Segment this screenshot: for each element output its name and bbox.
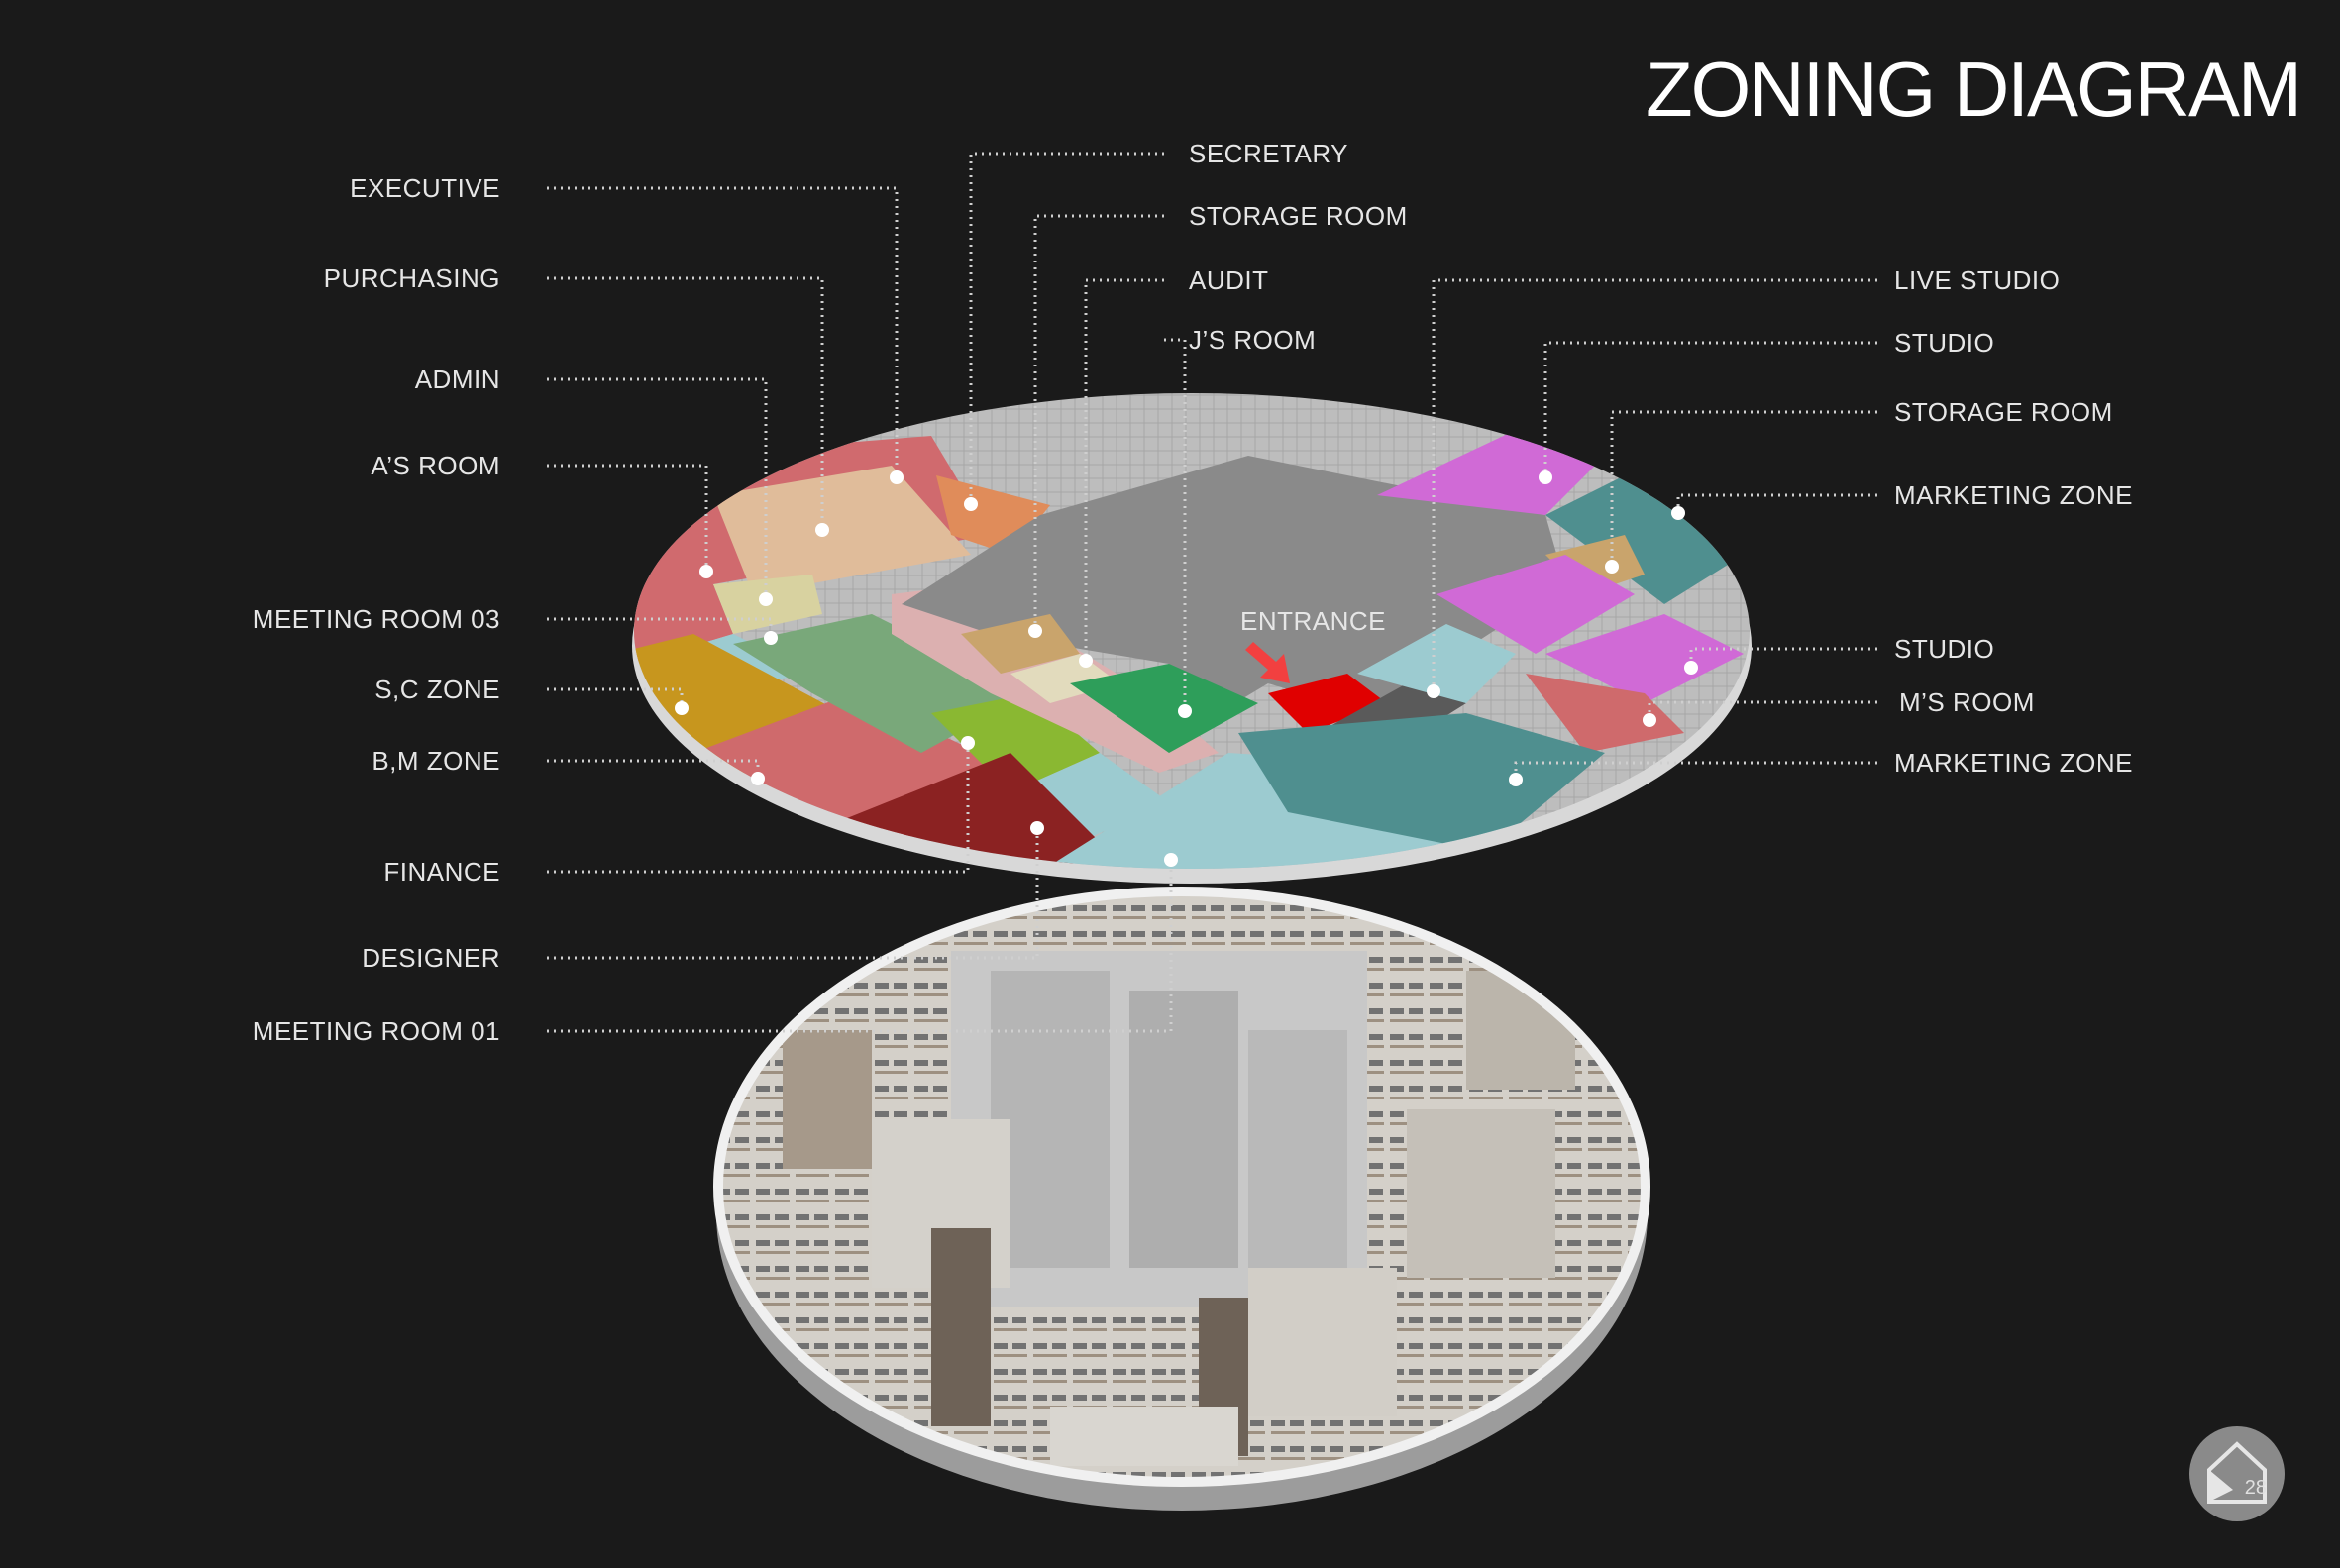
zoning-plate [632,393,1752,884]
zone-js-room [1070,664,1258,753]
page-badge: 28 [2189,1426,2285,1521]
marker-live-studio [1427,684,1440,698]
marker-secretary [964,497,978,511]
marker-js-room [1178,704,1192,718]
leader-lines [547,152,1877,1033]
leader-studio-top [1543,341,1877,477]
leader-purchasing [547,276,824,530]
leader-storage-room-top [1033,214,1164,631]
marker-finance [961,736,975,750]
leader-executive [547,186,899,477]
label-meeting-room-01: MEETING ROOM 01 [252,1016,500,1046]
marker-meeting-room-01 [1164,853,1178,867]
marker-storage-room-right [1605,560,1619,574]
marker-admin [759,592,773,606]
marker-designer [1030,821,1044,835]
marker-marketing-zone-top [1671,506,1685,520]
label-sc-zone: S,C ZONE [374,675,500,704]
zone-live-studio-front [1357,624,1516,703]
zone-purchasing [713,466,971,594]
zone-entrance [1268,674,1387,733]
zone-studio-mid [1436,555,1635,654]
label-executive: EXECUTIVE [350,173,500,203]
label-meeting-room-03: MEETING ROOM 03 [252,604,500,634]
marker-audit [1079,654,1093,668]
label-marketing-zone-bottom: MARKETING ZONE [1894,748,2134,778]
entrance-arrow [1245,642,1290,683]
leader-js-room [1164,338,1187,711]
label-bm-zone: B,M ZONE [372,746,500,776]
page-number: 28 [2244,1477,2267,1499]
zone-marketing-top [1545,466,1744,604]
zone-ms-room [1526,674,1684,753]
marker-executive [890,470,904,484]
zone-marketing-bottom [1238,713,1605,852]
label-purchasing: PURCHASING [323,263,500,293]
label-live-studio: LIVE STUDIO [1894,265,2061,295]
marker-purchasing [815,523,829,537]
leader-designer [547,828,1039,960]
zone-core [902,456,1565,713]
marker-bm-zone [751,772,765,785]
leader-finance [547,743,970,874]
marker-storage-room-top [1028,624,1042,638]
label-storage-room-top: STORAGE ROOM [1189,201,1408,231]
marker-ms-room [1643,713,1656,727]
label-audit: AUDIT [1189,265,1269,295]
label-finance: FINANCE [383,857,500,887]
label-js-room: J’S ROOM [1189,325,1317,355]
marker-meeting-room-03 [764,631,778,645]
label-ms-room: M’S ROOM [1899,687,2035,717]
marker-as-room [699,565,713,578]
floor-curtain-wall [713,887,1650,1487]
label-studio-bottom: STUDIO [1894,634,1995,664]
label-as-room: A’S ROOM [371,451,500,480]
label-secretary: SECRETARY [1189,139,1349,168]
zone-markers [675,470,1698,867]
leader-marketing-zone-top [1676,493,1877,513]
label-admin: ADMIN [414,365,500,394]
floor-3d-model [713,887,1650,1511]
leader-audit [1084,278,1164,661]
leader-as-room [547,464,708,572]
zone-studio-bottom [1545,614,1744,703]
leader-meeting-room-01 [547,860,1173,1033]
leader-storage-room-right [1610,410,1877,567]
leader-marketing-zone-bottom [1514,761,1877,780]
home-icon [2207,1441,2267,1504]
label-designer: DESIGNER [362,943,500,973]
marker-marketing-zone-bottom [1509,773,1523,786]
label-marketing-zone-top: MARKETING ZONE [1894,480,2134,510]
marker-studio-top [1539,470,1552,484]
label-storage-room-right: STORAGE ROOM [1894,397,2113,427]
label-studio-top: STUDIO [1894,328,1995,358]
leader-secretary [969,152,1164,504]
marker-sc-zone [675,701,689,715]
leader-live-studio [1432,278,1877,691]
page-title: ZONING DIAGRAM [1645,46,2302,133]
entrance-label: ENTRANCE [1240,606,1387,636]
marker-studio-bottom [1684,661,1698,675]
zone-storage-room [961,614,1080,674]
